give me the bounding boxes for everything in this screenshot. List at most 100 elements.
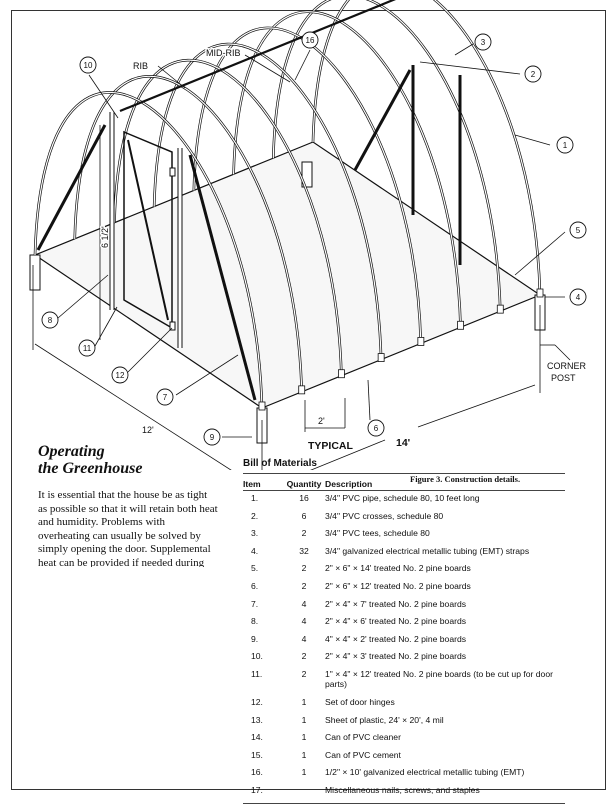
quantity-cell: 32 [299, 545, 309, 556]
mid-rib [119, 0, 397, 113]
callout-2: 2 [524, 65, 542, 83]
quantity-cell: 2 [301, 580, 307, 591]
col-quantity: Quantity [283, 474, 325, 491]
emt-strap [298, 385, 306, 395]
item-cell: 14. [251, 732, 263, 743]
item-cell: 7. [251, 598, 259, 609]
description-cell: 3/4" PVC pipe, schedule 80, 10 feet long [325, 493, 480, 503]
callout-4: 4 [569, 288, 587, 306]
callout-7: 7 [156, 388, 174, 406]
quantity-cell: 4 [301, 633, 307, 644]
rib-arch-inner [232, 11, 462, 328]
leader-line [554, 344, 571, 361]
description-cell: 1/2" × 10' galvanized electrical metalli… [325, 767, 525, 778]
leader-line [294, 49, 311, 81]
callout-circle [474, 33, 492, 51]
quantity-cell: 1 [301, 696, 307, 707]
callout-circle [569, 288, 587, 306]
callout-10: 10 [79, 56, 97, 74]
quantity-cell: 6 [301, 510, 307, 521]
callout-circle [79, 56, 97, 74]
rib-arch-inner [113, 59, 343, 376]
item-cell: 17. [251, 784, 263, 795]
leader-line [514, 134, 551, 146]
end-brace [36, 124, 107, 251]
article-section: Operating the Greenhouse It is essential… [38, 443, 228, 567]
description-cell: 2" × 4" × 7' treated No. 2 pine boards [325, 598, 467, 609]
leader-line [367, 379, 371, 421]
label-typical: TYPICAL [308, 440, 354, 452]
callout-number: 5 [576, 226, 581, 235]
callout-number: 16 [306, 36, 315, 45]
emt-strap [377, 353, 385, 362]
callout-circle [156, 388, 174, 406]
item-cell: 3. [251, 528, 259, 539]
table-row: 6. 2 2" × 6" × 12' treated No. 2 pine boar… [243, 579, 565, 597]
col-description: Description [325, 474, 565, 491]
article-heading: Operating the Greenhouse [38, 443, 228, 477]
leader-line [88, 74, 119, 119]
item-cell: 10. [251, 651, 263, 662]
table-row: 2. 6 3/4" PVC crosses, schedule 80 [243, 509, 565, 527]
label-14ft: 14' [396, 437, 410, 449]
description-cell: 2" × 6" × 12' treated No. 2 pine boards [325, 580, 471, 591]
rib-arch-inner [74, 75, 303, 392]
heading-line-2: the Greenhouse [38, 460, 143, 477]
item-cell: 8. [251, 616, 259, 627]
item-cell: 15. [251, 749, 263, 760]
description-cell: 3/4" PVC crosses, schedule 80 [325, 510, 444, 521]
leader-line [419, 61, 521, 75]
table-row: 12. 1 Set of door hinges [243, 695, 565, 713]
col-item: Item [243, 474, 283, 491]
leader-line [94, 306, 118, 347]
emt-strap [457, 320, 464, 330]
item-cell: 12. [251, 696, 263, 707]
callout-number: 2 [531, 70, 536, 79]
table-row: 15. 1 Can of PVC cement [243, 748, 565, 766]
label-door-height: 6 1/2' [100, 226, 110, 248]
leader-line [244, 54, 291, 83]
hinge [169, 167, 176, 177]
quantity-cell: 2 [301, 651, 307, 662]
label-2ft: 2' [318, 416, 325, 426]
item-cell: 11. [251, 668, 263, 679]
callout-circle [367, 419, 385, 437]
label-mid-rib: MID-RIB [206, 48, 241, 58]
callout-number: 9 [210, 433, 215, 442]
description-cell: 3/4" galvanized electrical metallic tubi… [325, 545, 530, 556]
callout-5: 5 [569, 221, 587, 239]
callout-number: 12 [116, 371, 125, 380]
quantity-cell: 1 [301, 749, 307, 760]
item-cell: 5. [251, 563, 259, 574]
callout-1: 1 [556, 136, 574, 154]
leader-line [454, 43, 474, 56]
end-arch-inner [34, 92, 263, 409]
rib-arch-inner [153, 43, 382, 360]
callout-circle [569, 221, 587, 239]
quantity-cell: 2 [301, 528, 307, 539]
label-post: POST [551, 373, 576, 383]
label-corner: CORNER [547, 361, 587, 371]
emt-strap [536, 288, 544, 298]
callout-16: 16 [301, 31, 319, 49]
door-brace [127, 139, 169, 321]
article-body: It is essential that the house be as tig… [38, 489, 218, 567]
item-cell: 2. [251, 510, 259, 521]
callout-number: 4 [576, 293, 581, 302]
callout-circle [203, 428, 221, 446]
description-cell: 1" × 4" × 12' treated No. 2 pine boards … [325, 668, 553, 689]
item-cell: 6. [251, 580, 259, 591]
callout-circle [301, 31, 319, 49]
leader-line [127, 327, 173, 373]
description-cell: Can of PVC cement [325, 749, 401, 760]
quantity-cell: 1 [301, 714, 307, 725]
description-cell: Set of door hinges [325, 696, 395, 707]
heading-line-1: Operating [38, 443, 105, 460]
